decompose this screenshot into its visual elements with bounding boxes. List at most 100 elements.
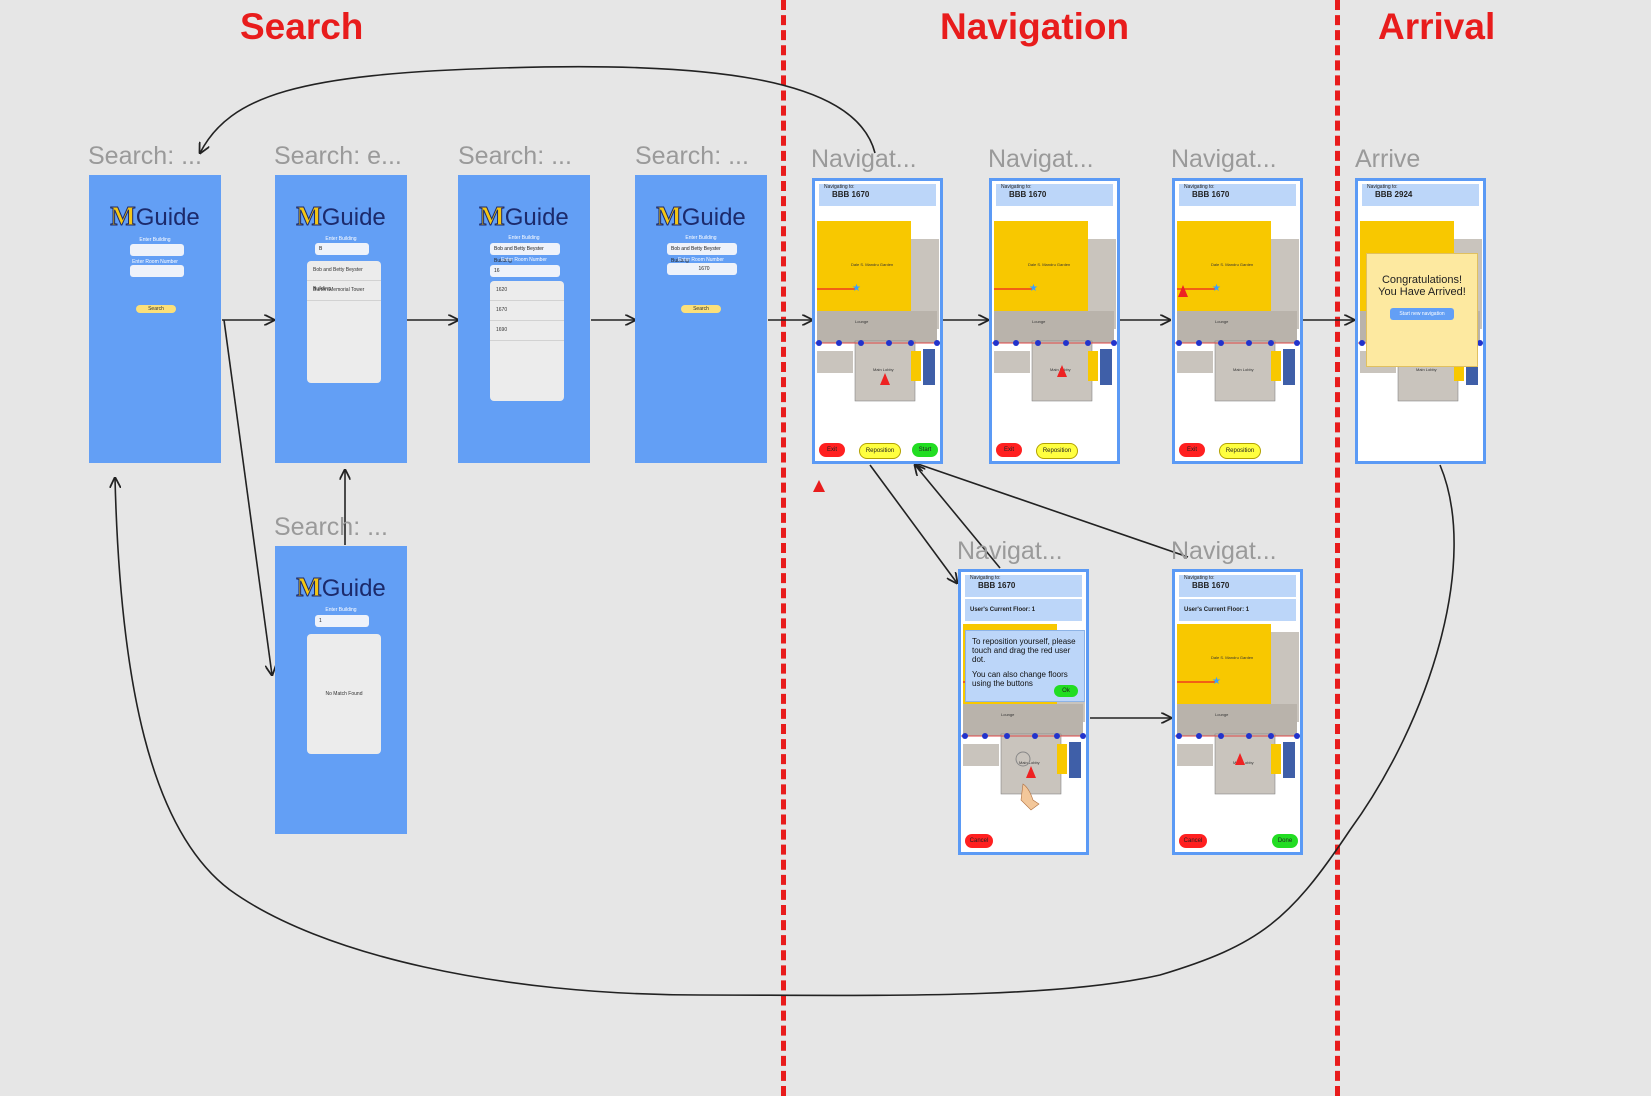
user-location-icon bbox=[1057, 365, 1067, 377]
destination-star-icon: ★ bbox=[1212, 676, 1221, 687]
room-suggestions: 1620 1670 1690 bbox=[490, 281, 564, 401]
enter-room-label: Enter Room Number bbox=[678, 257, 724, 263]
suggestion-item[interactable]: Burton Memorial Tower bbox=[307, 281, 381, 301]
waypoint-dot bbox=[1013, 340, 1019, 346]
exit-button[interactable]: Exit bbox=[996, 443, 1022, 457]
elevator-block bbox=[1271, 351, 1281, 381]
building-input[interactable] bbox=[130, 244, 184, 256]
suggestion-item[interactable]: 1690 bbox=[490, 321, 564, 341]
start-new-navigation-button[interactable]: Start new navigation bbox=[1390, 308, 1454, 320]
drag-target-ring bbox=[1015, 751, 1031, 767]
lounge-label: Lounge bbox=[855, 319, 869, 324]
navigating-to-header: Navigating to:BBB 1670 bbox=[819, 184, 936, 206]
elevator-block bbox=[1057, 744, 1067, 774]
search-screen-1: MGuide Enter Building Enter Room Number … bbox=[89, 175, 221, 463]
frame-label-nav-1: Navigat... bbox=[811, 145, 917, 173]
waypoint-dot bbox=[993, 340, 999, 346]
start-button[interactable]: Start bbox=[912, 443, 938, 457]
nav-screen-reposition-done: Navigating to:BBB 1670 User's Current Fl… bbox=[1172, 569, 1303, 855]
arrow-n1-back-to-search bbox=[200, 65, 876, 153]
congrats-line-2: You Have Arrived! bbox=[1378, 286, 1466, 298]
waypoint-dot bbox=[982, 733, 988, 739]
arrow-s1-s5 bbox=[223, 319, 272, 675]
waypoint-dot bbox=[1196, 733, 1202, 739]
rooms-block bbox=[1177, 311, 1297, 343]
nav-screen-1: Navigating to:BBB 1670 Dale S. Mandru Ga… bbox=[812, 178, 943, 464]
search-button[interactable]: Search bbox=[136, 305, 176, 313]
stray-red-triangle bbox=[813, 480, 825, 492]
mguide-logo: MGuide bbox=[479, 201, 569, 232]
search-button[interactable]: Search bbox=[681, 305, 721, 313]
lounge-label: Lounge bbox=[1032, 319, 1046, 324]
frame-label-nav-2: Navigat... bbox=[988, 145, 1094, 173]
building-input[interactable]: Bob and Betty Beyster Building bbox=[490, 243, 560, 264]
waypoint-dot bbox=[1359, 340, 1365, 346]
done-button[interactable]: Done bbox=[1272, 834, 1298, 848]
waypoint-dot bbox=[836, 340, 842, 346]
rooms-block bbox=[817, 311, 937, 343]
room-input[interactable] bbox=[130, 265, 184, 277]
waypoint-dot bbox=[1032, 733, 1038, 739]
waypoint-dot bbox=[816, 340, 822, 346]
arrow-arrive-back-to-search bbox=[115, 464, 1455, 997]
stair-block bbox=[1069, 742, 1081, 778]
stair-block bbox=[1283, 742, 1295, 778]
room-input[interactable]: 16 bbox=[490, 265, 560, 277]
nav-screen-2: Navigating to:BBB 1670 Dale S. Mandru Ga… bbox=[989, 178, 1120, 464]
cancel-button[interactable]: Cancel bbox=[1179, 834, 1207, 848]
reposition-button[interactable]: Reposition bbox=[859, 443, 901, 459]
building-input[interactable]: Bob and Betty Beyster Building bbox=[667, 243, 737, 264]
suggestion-item[interactable]: 1670 bbox=[490, 301, 564, 321]
building-input[interactable]: B bbox=[315, 243, 369, 255]
destination-star-icon: ★ bbox=[1029, 283, 1038, 294]
rooms-block bbox=[1177, 704, 1297, 736]
lobby-block bbox=[1000, 733, 1062, 795]
lobby-label: Main Lobby bbox=[1233, 367, 1254, 372]
waypoint-dot bbox=[1268, 733, 1274, 739]
waypoint-dot bbox=[934, 340, 940, 346]
reposition-button[interactable]: Reposition bbox=[1219, 443, 1261, 459]
waypoint-dot bbox=[1035, 340, 1041, 346]
lounge-label: Lounge bbox=[1215, 712, 1229, 717]
waypoint-dot bbox=[1111, 340, 1117, 346]
enter-building-label: Enter Building bbox=[508, 235, 540, 241]
frame-label-search-4: Search: ... bbox=[635, 142, 749, 170]
room-input[interactable]: 1670 bbox=[667, 263, 737, 275]
frame-label-search-2: Search: e... bbox=[274, 142, 402, 170]
stair-block bbox=[923, 349, 935, 385]
west-wing bbox=[963, 744, 999, 766]
frame-label-search-1: Search: ... bbox=[88, 142, 202, 170]
stair-block bbox=[1100, 349, 1112, 385]
garden-label: Dale S. Mandru Garden bbox=[1211, 655, 1253, 660]
search-screen-5: MGuide Enter Building 1 No Match Found bbox=[275, 546, 407, 834]
hand-pointer-icon bbox=[1020, 783, 1040, 811]
suggestion-item[interactable]: Bob and Betty Beyster Building bbox=[307, 261, 381, 292]
lobby-label: Main Lobby bbox=[873, 367, 894, 372]
exit-button[interactable]: Exit bbox=[819, 443, 845, 457]
elevator-block bbox=[911, 351, 921, 381]
building-input[interactable]: 1 bbox=[315, 615, 369, 627]
west-wing bbox=[1177, 744, 1213, 766]
lobby-label: Main Lobby bbox=[1416, 367, 1437, 372]
garden-label: Dale S. Mandru Garden bbox=[851, 262, 893, 267]
waypoint-dot bbox=[1477, 340, 1483, 346]
navigating-to-header: Navigating to:BBB 1670 bbox=[996, 184, 1113, 206]
enter-building-label: Enter Building bbox=[685, 235, 717, 241]
frame-label-search-3: Search: ... bbox=[458, 142, 572, 170]
reposition-button[interactable]: Reposition bbox=[1036, 443, 1078, 459]
suggestion-item[interactable]: 1620 bbox=[490, 281, 564, 301]
exit-button[interactable]: Exit bbox=[1179, 443, 1205, 457]
section-title-navigation: Navigation bbox=[940, 6, 1130, 47]
cancel-button[interactable]: Cancel bbox=[965, 834, 993, 848]
arrow-reposition-n1 bbox=[915, 465, 1001, 569]
user-location-icon bbox=[880, 373, 890, 385]
waypoint-dot bbox=[1294, 733, 1300, 739]
waypoint-dot bbox=[908, 340, 914, 346]
mguide-logo: MGuide bbox=[656, 201, 746, 232]
mguide-logo: MGuide bbox=[110, 201, 200, 232]
ok-button[interactable]: Ok bbox=[1054, 685, 1078, 697]
